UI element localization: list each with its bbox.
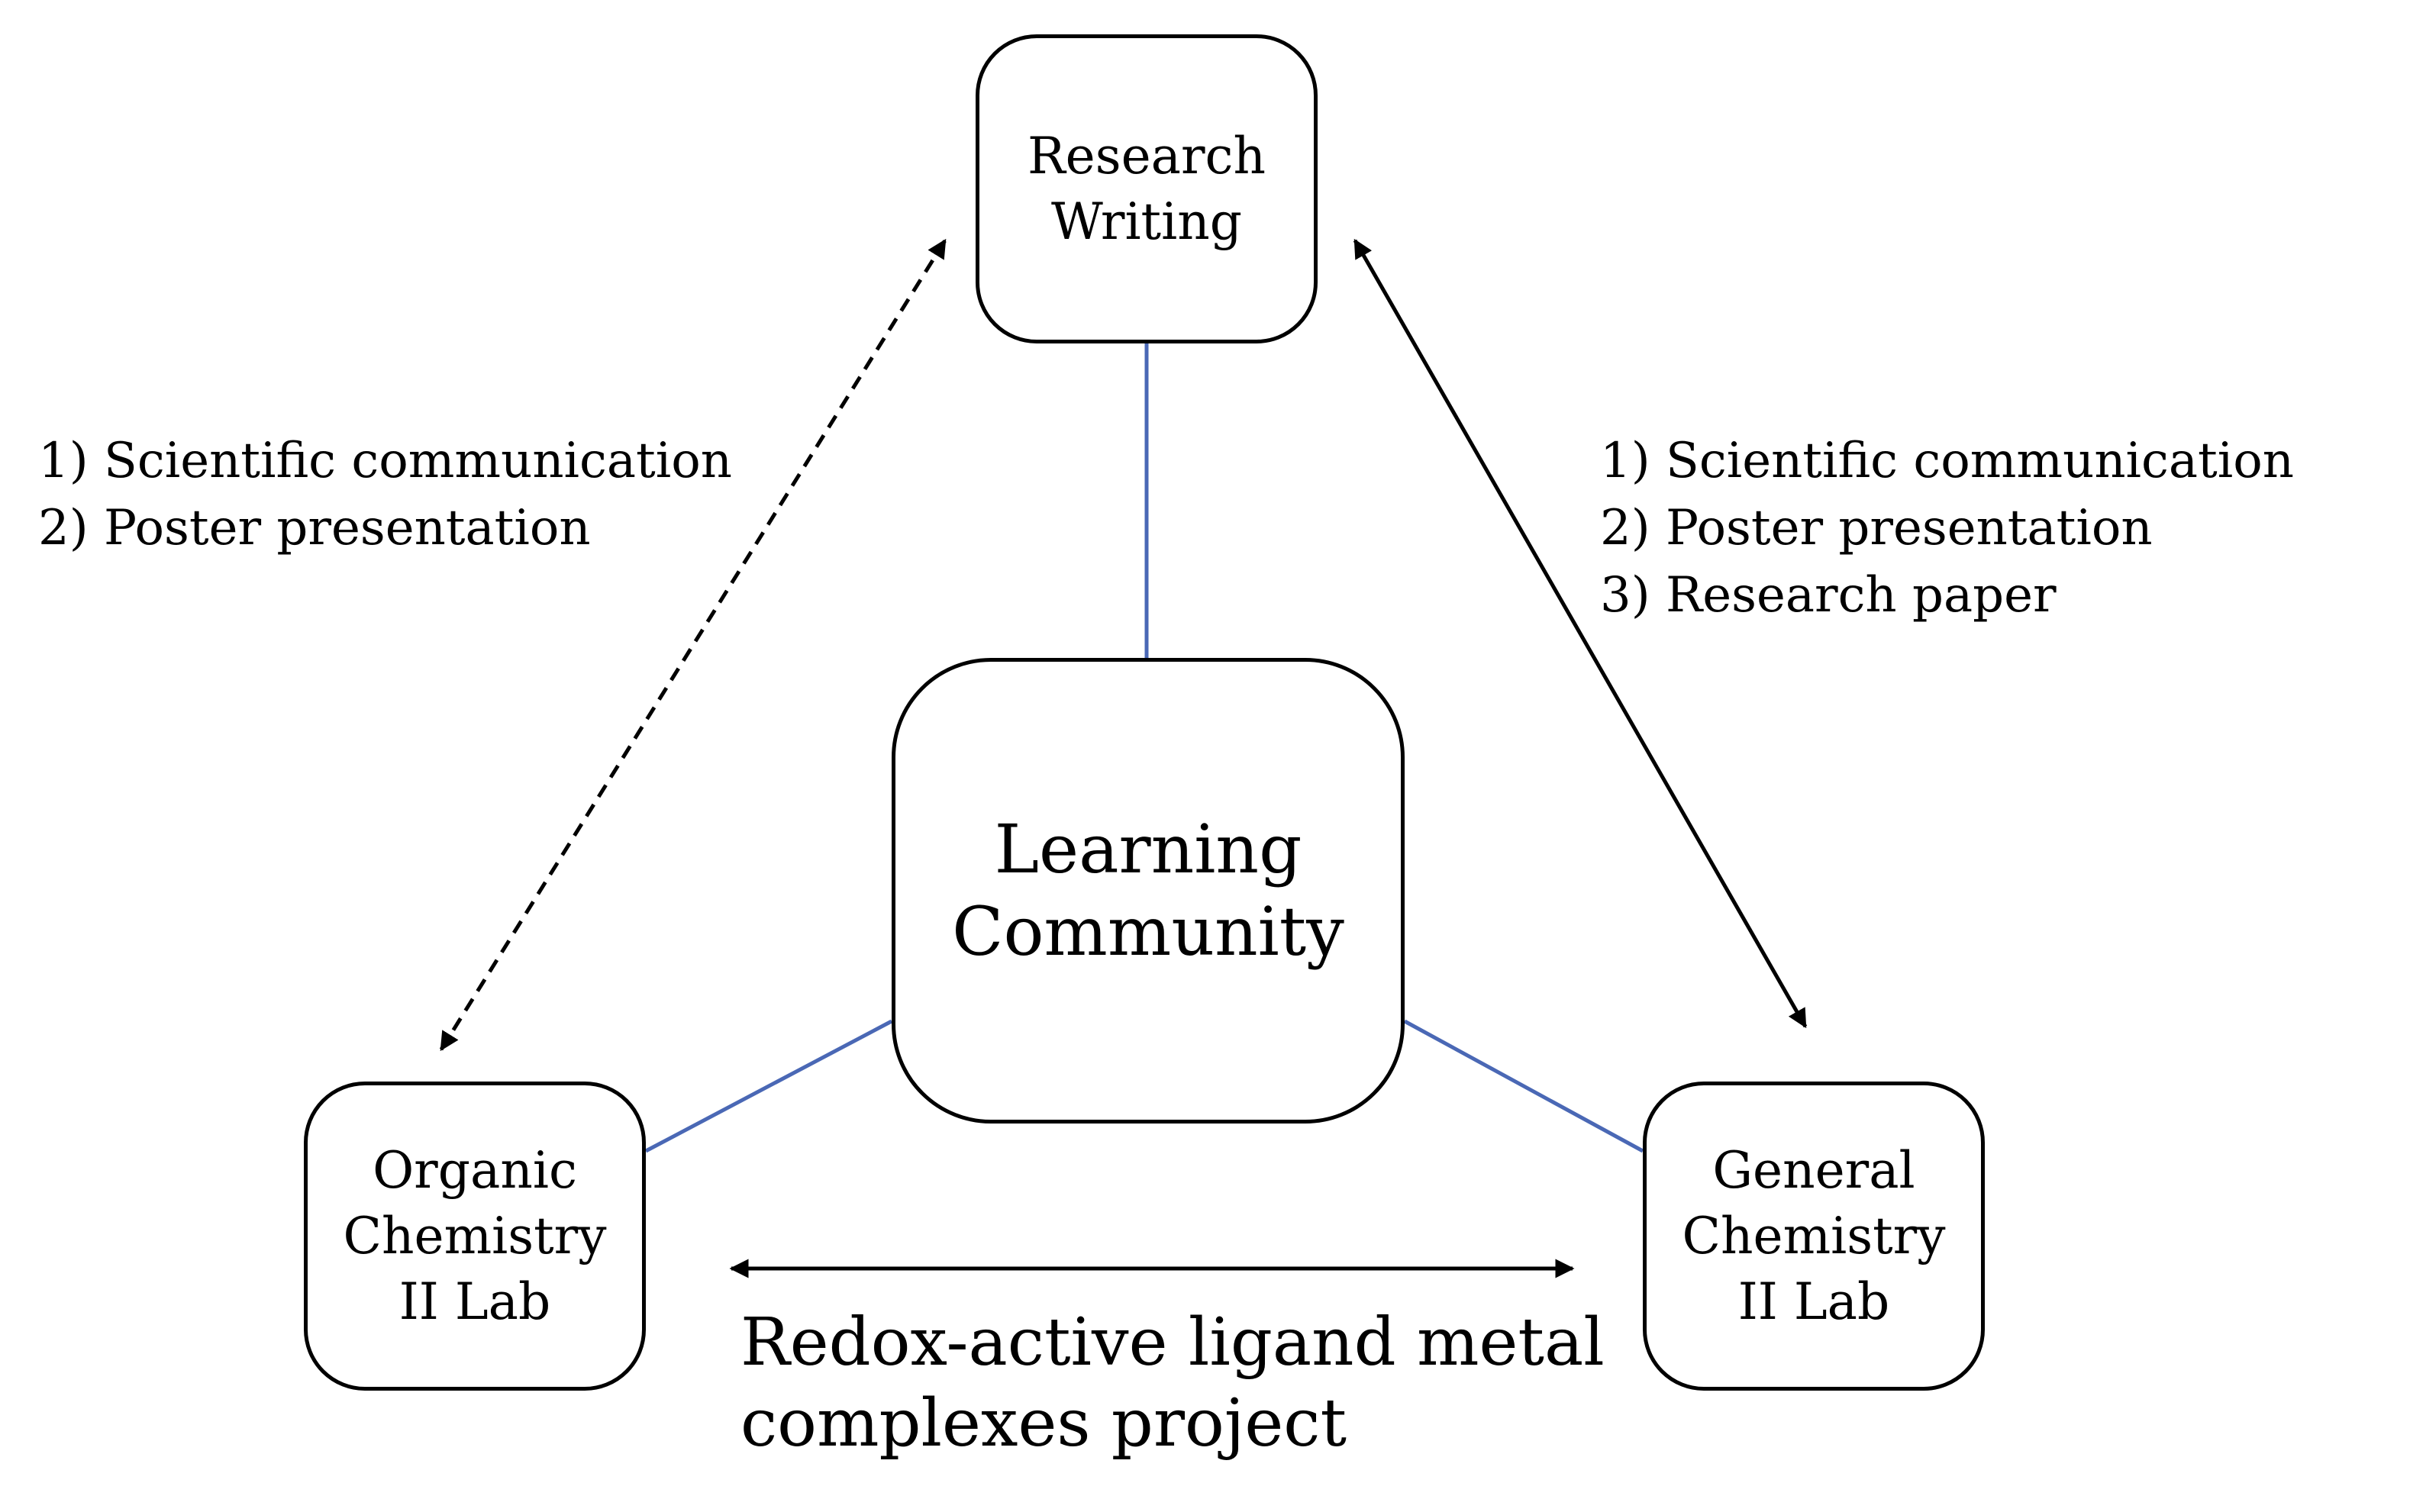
project-label: Redox-active ligand metal complexes proj… [740, 1302, 1605, 1464]
right-link-item-1: 1) Scientific communication [1600, 433, 2294, 489]
arrow-general-research [1353, 238, 1808, 1029]
left-link-item-2: 2) Poster presentation [38, 500, 591, 556]
dashed-arrow-organic-research [439, 238, 947, 1052]
general-chemistry-lab-node: General Chemistry II Lab [1643, 1082, 1985, 1391]
organic-lab-line-1: Organic [373, 1140, 577, 1200]
connector-learning-general [1403, 1019, 1644, 1153]
organic-lab-line-2: Chemistry [343, 1206, 607, 1265]
research-writing-line-1: Research [1027, 126, 1266, 185]
learning-community-line-1: Learning [994, 810, 1302, 888]
right-link-item-3: 3) Research paper [1600, 567, 2057, 624]
organic-lab-line-3: II Lab [398, 1272, 551, 1331]
project-label-line-1: Redox-active ligand metal [740, 1304, 1605, 1381]
learning-community-node: Learning Community [892, 658, 1405, 1124]
left-link-item-1: 1) Scientific communication [38, 433, 732, 489]
general-lab-line-2: Chemistry [1682, 1206, 1946, 1265]
research-writing-line-2: Writing [1051, 192, 1242, 251]
learning-community-line-2: Community [952, 892, 1344, 971]
general-lab-line-1: General [1712, 1140, 1915, 1200]
project-label-line-2: complexes project [740, 1385, 1347, 1462]
right-link-item-2: 2) Poster presentation [1600, 500, 2153, 556]
organic-chemistry-lab-node: Organic Chemistry II Lab [304, 1082, 646, 1391]
research-writing-node: Research Writing [976, 34, 1318, 343]
right-link-label: 1) Scientific communication 2) Poster pr… [1600, 427, 2294, 629]
left-link-label: 1) Scientific communication 2) Poster pr… [38, 427, 732, 562]
general-lab-line-3: II Lab [1737, 1272, 1890, 1331]
connector-learning-organic [644, 1019, 893, 1153]
